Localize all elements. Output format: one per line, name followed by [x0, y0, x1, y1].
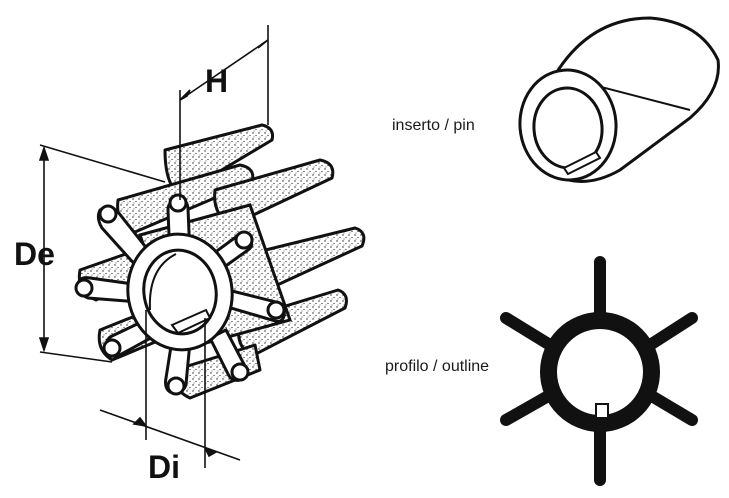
pin-label: inserto / pin [392, 117, 475, 134]
outline-label: profilo / outline [385, 358, 490, 375]
dim-de-ext-top [39, 144, 166, 183]
impeller-front-face [74, 193, 286, 396]
dim-label-h: H [205, 63, 228, 99]
dim-de-ext-bottom [39, 351, 113, 363]
dimension-lines [38, 25, 269, 468]
dim-h-line [179, 39, 269, 101]
dim-label-de: De [14, 236, 55, 272]
outline-key-slot [595, 403, 609, 419]
outline-bore [555, 327, 645, 417]
dim-label-di: Di [148, 449, 180, 485]
pin-insert-drawing [518, 16, 720, 183]
impeller-outline-profile [500, 256, 698, 486]
impeller-3d-drawing [74, 123, 366, 400]
